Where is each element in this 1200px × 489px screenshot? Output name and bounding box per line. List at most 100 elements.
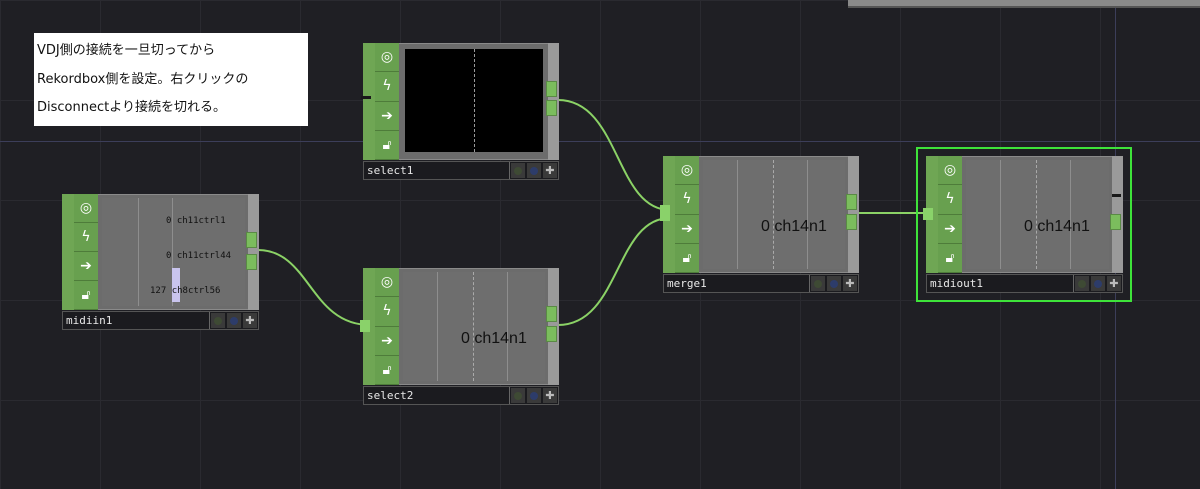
operator-flags: ◎ ϟ ➔ 🔓︎ — [675, 156, 699, 273]
bypass-button[interactable] — [211, 313, 225, 328]
operator-footer: midiout1 ✚ — [926, 274, 1123, 293]
add-button[interactable]: ✚ — [543, 163, 557, 178]
display-button[interactable] — [827, 276, 841, 291]
wire-select2-merge1 — [557, 217, 671, 326]
viewer-toggle-icon[interactable]: ◎ — [375, 268, 399, 298]
channel-label: ch11ctrl1 — [176, 216, 226, 226]
output-connector[interactable] — [1110, 214, 1121, 230]
operator-footer: midiin1 ✚ — [62, 311, 259, 330]
bypass-dot-icon — [514, 166, 522, 175]
channel-value: 0 — [166, 251, 172, 261]
channel-value: 0 — [166, 216, 172, 226]
operator-name[interactable]: midiin1 — [63, 312, 210, 329]
lightning-icon[interactable]: ϟ — [74, 223, 98, 252]
operator-merge1[interactable]: ◎ ϟ ➔ 🔓︎ 0 ch14n1 merge1 ✚ — [660, 156, 859, 293]
plus-icon: ✚ — [545, 164, 555, 177]
operator-viewer[interactable] — [966, 160, 1109, 269]
output-connector[interactable] — [546, 81, 557, 97]
operator-flags: ◎ ϟ ➔ 🔓︎ — [938, 156, 962, 273]
arrow-right-icon[interactable]: ➔ — [375, 102, 399, 131]
channel-value: 127 — [150, 286, 167, 296]
channel-row: 0 ch11ctrl44 — [166, 251, 231, 261]
arrow-right-icon[interactable]: ➔ — [74, 252, 98, 281]
note-line-2: Rekordbox側を設定。右クリックの — [37, 71, 249, 87]
viewer-divider — [473, 272, 474, 381]
viewer-toggle-icon[interactable]: ◎ — [74, 194, 98, 223]
operator-viewer[interactable] — [703, 160, 845, 269]
lock-icon[interactable]: 🔓︎ — [375, 356, 399, 385]
channel-value-readout: 0 ch14n1 — [461, 330, 527, 347]
lightning-icon[interactable]: ϟ — [375, 72, 399, 102]
arrow-right-icon[interactable]: ➔ — [375, 327, 399, 356]
display-dot-icon — [230, 316, 238, 325]
instruction-note: VDJ側の接続を一旦切ってから Rekordbox側を設定。右クリックの Dis… — [34, 33, 308, 126]
operator-name[interactable]: select1 — [364, 162, 510, 179]
channel-value-readout: 0 ch14n1 — [761, 218, 827, 235]
operator-select2[interactable]: ◎ ϟ ➔ 🔓︎ 0 ch14n1 select2 ✚ — [360, 268, 559, 405]
input-connector[interactable] — [360, 320, 370, 332]
operator-flags: ◎ ϟ ➔ 🔓︎ — [375, 43, 399, 160]
output-connector[interactable] — [546, 306, 557, 322]
operator-viewer[interactable] — [403, 272, 545, 381]
viewer-divider — [172, 198, 173, 306]
viewer-divider — [507, 272, 508, 381]
lightning-icon[interactable]: ϟ — [938, 185, 962, 215]
viewer-toggle-icon[interactable]: ◎ — [375, 43, 399, 73]
lock-icon[interactable]: 🔓︎ — [938, 244, 962, 273]
display-button[interactable] — [227, 313, 241, 328]
viewer-toggle-icon[interactable]: ◎ — [675, 156, 699, 186]
viewer-divider — [1000, 160, 1001, 269]
add-button[interactable]: ✚ — [1107, 276, 1121, 291]
input-connector[interactable] — [660, 205, 670, 221]
operator-viewer[interactable] — [405, 49, 543, 152]
operator-select1[interactable]: ◎ ϟ ➔ 🔓︎ select1 ✚ — [361, 43, 559, 180]
input-connector[interactable] — [361, 96, 371, 99]
operator-midiout1[interactable]: ◎ ϟ ➔ 🔓︎ 0 ch14n1 midiout1 ✚ — [923, 156, 1123, 293]
operator-midiin1[interactable]: ◎ ϟ ➔ 🔓︎ 0 ch11ctrl1 0 ch11ctrl44 127 ch… — [62, 194, 259, 330]
channel-value-readout: 0 ch14n1 — [1024, 218, 1090, 235]
viewer-toggle-icon[interactable]: ◎ — [938, 156, 962, 186]
operator-flags: ◎ ϟ ➔ 🔓︎ — [74, 194, 98, 310]
output-connector[interactable] — [246, 232, 257, 248]
add-button[interactable]: ✚ — [243, 313, 257, 328]
output-connector[interactable] — [546, 326, 557, 342]
note-line-1: VDJ側の接続を一旦切ってから — [37, 43, 216, 58]
display-button[interactable] — [1091, 276, 1105, 291]
bypass-button[interactable] — [811, 276, 825, 291]
wire-select1-merge1 — [557, 99, 671, 211]
output-connector[interactable] — [1112, 194, 1121, 197]
lock-icon[interactable]: 🔓︎ — [74, 281, 98, 310]
operator-name[interactable]: select2 — [364, 387, 510, 404]
viewer-divider — [437, 272, 438, 381]
output-connector[interactable] — [846, 194, 857, 210]
lightning-icon[interactable]: ϟ — [375, 297, 399, 327]
add-button[interactable]: ✚ — [843, 276, 857, 291]
lock-icon[interactable]: 🔓︎ — [675, 244, 699, 273]
bypass-dot-icon — [214, 316, 222, 325]
display-button[interactable] — [527, 163, 541, 178]
viewer-divider — [773, 160, 774, 269]
arrow-right-icon[interactable]: ➔ — [675, 215, 699, 244]
operator-viewer[interactable] — [102, 198, 245, 306]
output-connector[interactable] — [246, 254, 257, 270]
lock-icon[interactable]: 🔓︎ — [375, 131, 399, 160]
add-button[interactable]: ✚ — [543, 388, 557, 403]
channel-value-bar — [172, 268, 180, 302]
display-button[interactable] — [527, 388, 541, 403]
lightning-icon[interactable]: ϟ — [675, 185, 699, 215]
operator-flags: ◎ ϟ ➔ 🔓︎ — [375, 268, 399, 385]
arrow-right-icon[interactable]: ➔ — [938, 215, 962, 244]
output-connector[interactable] — [846, 214, 857, 230]
input-connector[interactable] — [923, 208, 933, 220]
bypass-button[interactable] — [511, 388, 525, 403]
operator-name[interactable]: merge1 — [664, 275, 810, 292]
bypass-dot-icon — [814, 279, 822, 288]
operator-footer: select1 ✚ — [363, 161, 559, 180]
viewer-divider — [138, 198, 139, 306]
bypass-button[interactable] — [511, 163, 525, 178]
output-connector[interactable] — [546, 100, 557, 116]
operator-name[interactable]: midiout1 — [927, 275, 1074, 292]
bypass-button[interactable] — [1075, 276, 1089, 291]
display-dot-icon — [530, 166, 538, 175]
